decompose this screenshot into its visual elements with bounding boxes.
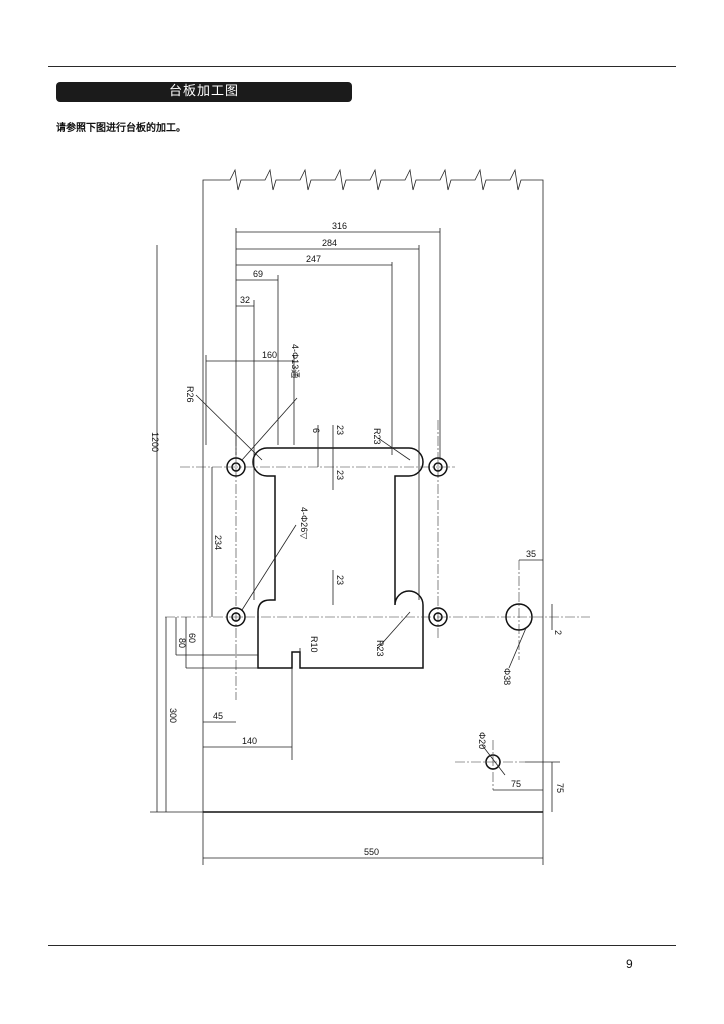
dim-140: 140 bbox=[242, 736, 257, 746]
dim-75-h: 75 bbox=[511, 779, 521, 789]
page-number: 9 bbox=[626, 957, 633, 971]
hole-bottom-left bbox=[226, 607, 246, 627]
dim-60: 60 bbox=[187, 633, 197, 643]
dim-550: 550 bbox=[364, 847, 379, 857]
dim-2: 2 bbox=[553, 630, 563, 635]
dim-316: 316 bbox=[332, 221, 347, 231]
dim-160: 160 bbox=[262, 350, 277, 360]
top-rule bbox=[48, 66, 676, 67]
dim-23-low: 23 bbox=[335, 575, 345, 585]
hole-bottom-right bbox=[428, 607, 448, 627]
dim-1200: 1200 bbox=[150, 432, 160, 452]
section-title: 台板加工图 bbox=[56, 82, 352, 102]
dim-4-phi13: 4-Φ13通 bbox=[290, 344, 300, 378]
center-lines bbox=[165, 420, 590, 790]
dimension-lines bbox=[150, 228, 560, 865]
dim-phi38: Φ38 bbox=[502, 668, 512, 685]
dim-6: 6 bbox=[311, 428, 321, 433]
dim-r10: R10 bbox=[309, 636, 319, 653]
dim-300: 300 bbox=[168, 708, 178, 723]
dim-75-v: 75 bbox=[555, 783, 565, 793]
dim-23-mid: 23 bbox=[335, 470, 345, 480]
instruction-text: 请参照下图进行台板的加工。 bbox=[56, 123, 186, 134]
hole-phi20 bbox=[485, 754, 501, 770]
hole-phi38 bbox=[505, 603, 533, 631]
main-cutout bbox=[252, 447, 424, 669]
dim-r26: R26 bbox=[185, 386, 195, 403]
dim-80: 80 bbox=[177, 638, 187, 648]
dimension-labels: 316 284 247 69 32 160 1200 R26 4-Φ13通 6 … bbox=[150, 221, 565, 857]
dim-69: 69 bbox=[253, 269, 263, 279]
dim-45: 45 bbox=[213, 711, 223, 721]
dim-234: 234 bbox=[213, 535, 223, 550]
bottom-rule bbox=[48, 945, 676, 946]
dim-r23-top: R23 bbox=[372, 428, 382, 445]
dim-23-top: 23 bbox=[335, 425, 345, 435]
plate-outline bbox=[202, 168, 544, 813]
dim-247: 247 bbox=[306, 254, 321, 264]
mounting-holes bbox=[226, 457, 533, 770]
hole-top-right bbox=[428, 457, 448, 477]
dim-r23-low: R23 bbox=[375, 640, 385, 657]
dim-4-phi26: 4-Φ26▽ bbox=[299, 507, 309, 539]
hole-top-left bbox=[226, 457, 246, 477]
dim-phi20: Φ20 bbox=[477, 732, 487, 749]
dim-32: 32 bbox=[240, 295, 250, 305]
dim-35: 35 bbox=[526, 549, 536, 559]
dim-284: 284 bbox=[322, 238, 337, 248]
